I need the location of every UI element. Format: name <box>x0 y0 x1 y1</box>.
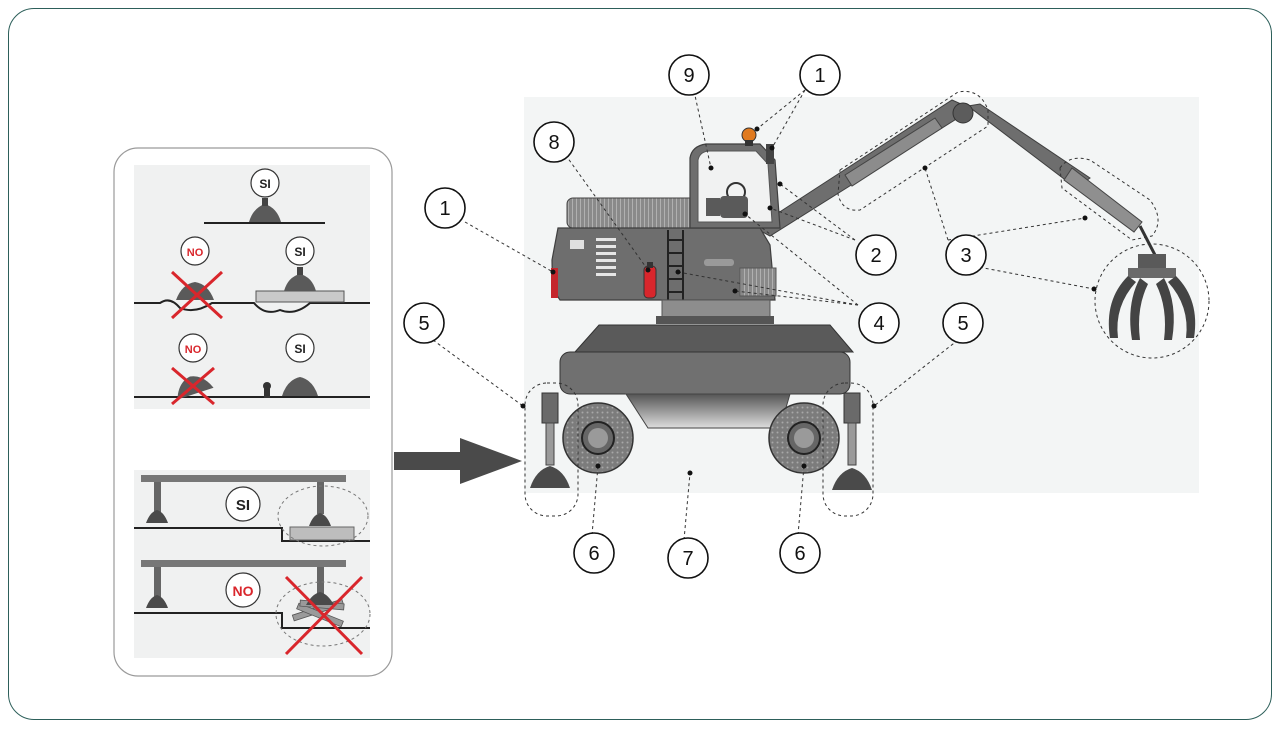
pointer-arrow <box>394 438 522 484</box>
callout-3: 3 <box>945 234 987 276</box>
callout-9: 9 <box>668 54 710 96</box>
material-handler <box>432 89 1210 541</box>
callout-5-left: 5 <box>403 302 445 344</box>
inset-row-2: NO SI <box>134 236 370 320</box>
callout-number: 7 <box>682 548 693 570</box>
diagram-frame <box>8 8 1272 720</box>
upper-structure <box>551 127 781 301</box>
callout-number: 5 <box>418 313 429 335</box>
inset-no-label: NO <box>233 583 254 599</box>
inset-si-label: SI <box>294 342 305 356</box>
wheel-right <box>768 402 840 474</box>
inset-row-5: NO <box>134 560 371 656</box>
outrigger-left <box>530 392 570 488</box>
callout-6-right: 6 <box>779 532 821 574</box>
callout-7: 7 <box>667 537 709 579</box>
callout-6-left: 6 <box>573 532 615 574</box>
callout-1-left: 1 <box>424 187 466 229</box>
grapple <box>1108 254 1196 340</box>
inset-row-3: NO SI <box>134 333 370 406</box>
callout-number: 8 <box>548 132 559 154</box>
undercarriage <box>559 324 855 429</box>
callout-5-right: 5 <box>942 302 984 344</box>
callout-number: 4 <box>873 313 884 335</box>
inset-no-label: NO <box>185 344 202 356</box>
callout-number: 5 <box>957 313 968 335</box>
inset-si-label: SI <box>259 177 270 191</box>
callout-number: 3 <box>960 245 971 267</box>
outrigger-placement-inset: SI NO SI NO SI <box>113 147 393 677</box>
callout-1-top: 1 <box>799 54 841 96</box>
callout-number: 6 <box>588 543 599 565</box>
callout-number: 9 <box>683 65 694 87</box>
inset-row-1: SI <box>204 168 325 224</box>
inset-si-label: SI <box>236 497 250 514</box>
wheel-left <box>562 402 634 474</box>
inset-si-label: SI <box>294 245 305 259</box>
callout-number: 1 <box>814 65 825 87</box>
callout-number: 2 <box>870 245 881 267</box>
inset-row-4: SI <box>134 475 370 547</box>
callout-8: 8 <box>533 121 575 163</box>
callout-2: 2 <box>855 234 897 276</box>
boom-arm <box>754 99 1157 256</box>
inset-no-label: NO <box>187 247 204 259</box>
callout-number: 6 <box>794 543 805 565</box>
callouts: 1 9 8 1 2 3 4 5 <box>403 54 987 579</box>
outrigger-right <box>832 392 872 490</box>
callout-number: 1 <box>439 198 450 220</box>
callout-4: 4 <box>858 302 900 344</box>
